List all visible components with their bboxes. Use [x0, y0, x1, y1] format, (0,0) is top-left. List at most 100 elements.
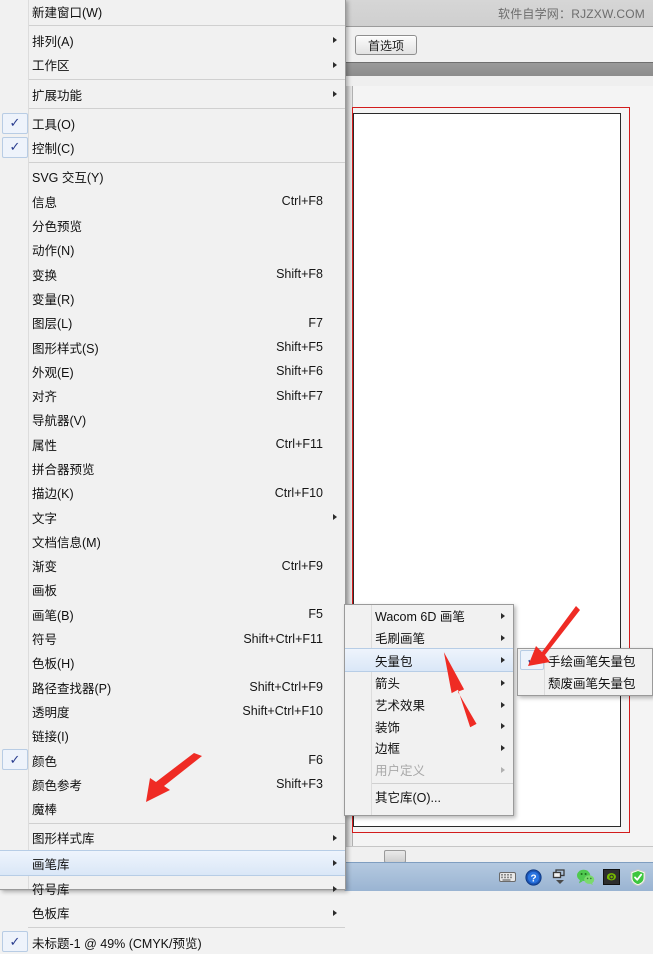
chevron-right-icon: [333, 91, 337, 98]
menu-item[interactable]: 工作区: [0, 53, 345, 77]
menu-item[interactable]: 分色预览: [0, 213, 345, 237]
menu-item[interactable]: 新建窗口(W): [0, 0, 345, 23]
menu-item[interactable]: 颓废画笔矢量包: [518, 671, 652, 693]
menu-item[interactable]: 画笔库: [0, 850, 345, 877]
menu-item-label: 符号: [32, 633, 58, 648]
menu-item-shortcut: F5: [308, 607, 323, 622]
wechat-icon[interactable]: [576, 868, 595, 887]
menu-item[interactable]: 描边(K)Ctrl+F10: [0, 481, 345, 505]
menu-item[interactable]: 导航器(V): [0, 408, 345, 432]
menu-item[interactable]: 艺术效果: [345, 694, 513, 716]
menu-item-label: 控制(C): [32, 142, 75, 157]
menu-item[interactable]: ✓工具(O): [0, 111, 345, 135]
menu-item[interactable]: 符号库: [0, 876, 345, 900]
vector-pack-submenu[interactable]: ✓手绘画笔矢量包颓废画笔矢量包: [517, 648, 653, 696]
menu-item[interactable]: 毛刷画笔: [345, 627, 513, 649]
menu-item[interactable]: 扩展功能: [0, 82, 345, 106]
chevron-right-icon: [333, 37, 337, 44]
menu-item[interactable]: Wacom 6D 画笔: [345, 605, 513, 627]
menu-item[interactable]: 排列(A): [0, 28, 345, 52]
menu-item-label: 装饰: [375, 720, 401, 735]
menu-item-label: 用户定义: [375, 764, 426, 779]
check-slot: [2, 902, 28, 923]
window-menu[interactable]: 新建窗口(W)排列(A)工作区扩展功能✓工具(O)✓控制(C)SVG 交互(Y)…: [0, 0, 346, 953]
menu-item[interactable]: 色板库: [0, 901, 345, 925]
menu-item[interactable]: 外观(E)Shift+F6: [0, 359, 345, 383]
menu-item[interactable]: 变量(R): [0, 286, 345, 310]
menu-item-label: 箭头: [375, 677, 401, 692]
menu-item[interactable]: 边框: [345, 737, 513, 759]
menu-item[interactable]: 文字: [0, 505, 345, 529]
menu-item-shortcut: Shift+F8: [276, 267, 323, 282]
brush-library-submenu[interactable]: Wacom 6D 画笔毛刷画笔矢量包箭头艺术效果装饰边框用户定义其它库(O)..…: [344, 604, 514, 816]
menu-item[interactable]: 图形样式库: [0, 826, 345, 850]
submenu-gutter: [371, 605, 372, 815]
menu-item[interactable]: 色板(H): [0, 651, 345, 675]
check-slot: [2, 604, 28, 625]
menu-item[interactable]: 箭头: [345, 672, 513, 694]
menu-item[interactable]: 画笔(B)F5: [0, 602, 345, 626]
check-slot: [2, 434, 28, 455]
menu-item[interactable]: 动作(N): [0, 238, 345, 262]
shield-icon[interactable]: [628, 868, 647, 887]
chevron-right-icon: [333, 834, 337, 841]
menu-item-shortcut: Ctrl+F9: [281, 558, 323, 573]
menu-item[interactable]: 文档信息(M): [0, 529, 345, 553]
check-slot: [2, 827, 28, 848]
menu-item[interactable]: 链接(I): [0, 724, 345, 748]
menu-item[interactable]: 变换 Shift+F8: [0, 262, 345, 286]
check-slot: [2, 725, 28, 746]
chevron-right-icon: [501, 634, 505, 641]
menu-item[interactable]: ✓ 未标题-1 @ 49% (CMYK/预览): [0, 930, 345, 954]
menu-item[interactable]: 图形样式(S)Shift+F5: [0, 335, 345, 359]
menu-item-label: 其它库(O)...: [375, 790, 441, 805]
menu-item-shortcut: Shift+F7: [276, 388, 323, 403]
application-titlebar: 软件自学网：RJZXW.COM: [344, 0, 653, 27]
check-slot: [2, 677, 28, 698]
chevron-right-icon: [501, 766, 505, 773]
menu-item-label: 描边(K): [32, 487, 74, 502]
help-icon[interactable]: ?: [524, 868, 543, 887]
menu-item[interactable]: 拼合器预览: [0, 456, 345, 480]
chevron-right-icon: [333, 514, 337, 521]
menu-item[interactable]: SVG 交互(Y): [0, 165, 345, 189]
check-slot: [2, 191, 28, 212]
check-slot: [2, 288, 28, 309]
menu-item-label: Wacom 6D 画笔: [375, 610, 465, 625]
show-desktop-icon[interactable]: [550, 868, 569, 887]
keyboard-icon[interactable]: [498, 868, 517, 887]
chevron-right-icon: [501, 723, 505, 730]
horizontal-scrollbar[interactable]: [344, 846, 653, 863]
menu-item-label: 未标题-1 @ 49% (CMYK/预览): [32, 936, 202, 951]
menu-item[interactable]: ✓手绘画笔矢量包: [518, 649, 652, 671]
menu-item[interactable]: 魔棒: [0, 797, 345, 821]
preferences-button[interactable]: 首选项: [355, 35, 418, 55]
menu-item-label: 变换: [32, 268, 58, 283]
menu-item[interactable]: 装饰: [345, 715, 513, 737]
checkmark-icon: ✓: [2, 136, 28, 158]
check-slot: [2, 409, 28, 430]
menu-item-label: 颜色参考: [32, 778, 83, 793]
check-slot: [520, 672, 544, 692]
menu-item-label: 颜色: [32, 754, 58, 769]
menu-item[interactable]: 图层(L)F7: [0, 311, 345, 335]
menu-item-label: 矢量包: [375, 654, 413, 669]
check-slot: [2, 853, 28, 874]
nvidia-icon[interactable]: [602, 868, 621, 887]
menu-item[interactable]: ✓ 控制(C): [0, 135, 345, 159]
menu-item-label: 色板库: [32, 907, 70, 922]
menu-item-label: 画板: [32, 584, 58, 599]
menu-item[interactable]: 画板: [0, 578, 345, 602]
menu-item[interactable]: 矢量包: [345, 648, 513, 673]
checkmark-icon: ✓: [2, 931, 28, 953]
menu-item[interactable]: 路径查找器(P)Shift+Ctrl+F9: [0, 675, 345, 699]
menu-item[interactable]: 其它库(O)...: [345, 786, 513, 808]
